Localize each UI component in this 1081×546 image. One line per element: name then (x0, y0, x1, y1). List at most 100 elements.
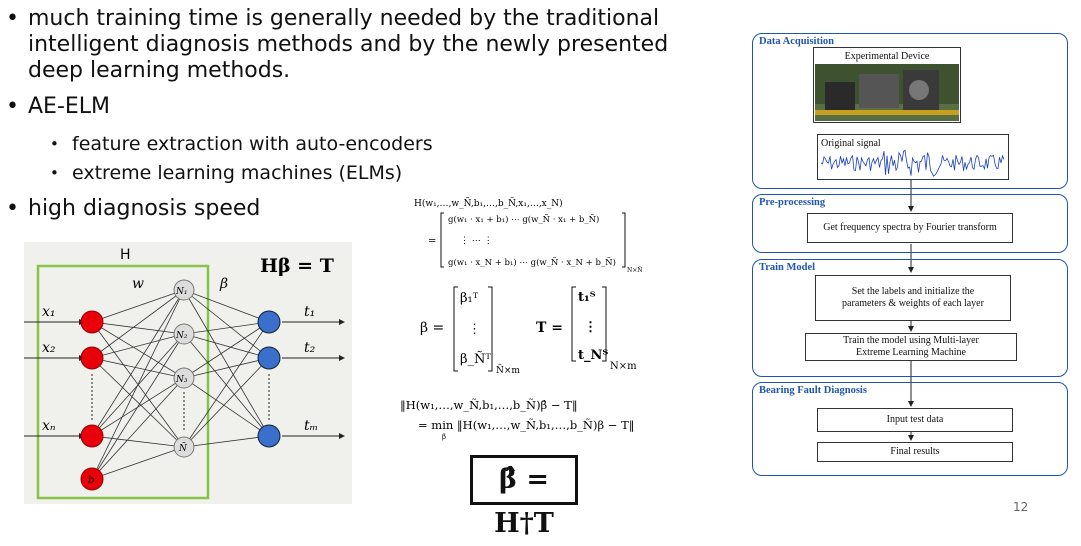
panel-title: Data Acquisition (759, 36, 834, 47)
t-row-3: t_Nᵀ (578, 348, 608, 363)
input-hidden-edge (91, 289, 185, 437)
input-hidden-edge (91, 435, 185, 448)
sub-bullet-auto-encoders: • feature extraction with auto-encoders (0, 130, 700, 159)
output-label-t2: t₂ (304, 340, 316, 356)
network-edges (91, 289, 270, 480)
input-hidden-edge (91, 333, 185, 359)
h-beta-equation: Hβ = T (260, 255, 334, 277)
hidden-label-3: N₃ (175, 375, 188, 385)
panel-data-acquisition: Data Acquisition Experimental Device Ori… (752, 33, 1068, 189)
panel-title: Train Model (759, 262, 816, 273)
bullet-line-3: deep learning methods. (28, 58, 291, 83)
input-hidden-edge (91, 289, 185, 323)
bullet-line-2: intelligent diagnosis methods and by the… (28, 32, 669, 57)
hidden-output-edge (183, 357, 270, 379)
hidden-node-n (173, 436, 195, 458)
bullet-marker: • (6, 94, 19, 119)
final-results-box: Final results (817, 442, 1013, 462)
hidden-label-2: N₂ (175, 331, 188, 341)
h-matrix-row-2: ⋮ ⋯ ⋮ (460, 236, 493, 246)
input-hidden-edge (91, 357, 185, 379)
beta-equals: β = (420, 320, 444, 336)
bullet-marker: • (6, 196, 19, 221)
input-label-x1: x₁ (42, 304, 56, 320)
bullet-high-speed-text: high diagnosis speed (28, 196, 261, 221)
hidden-label-n: Ñ (178, 442, 188, 454)
beta-row-2: ⋮ (468, 322, 481, 337)
panel-title: Pre-processing (759, 197, 826, 208)
flow-arrows (908, 180, 914, 441)
h-matrix-row-3: g(w₁ · x_N + b₁) ⋯ g(w_Ñ · x_N + b_Ñ) (448, 256, 616, 268)
diagnosis-flowchart: Data Acquisition Experimental Device Ori… (748, 30, 1074, 478)
hidden-output-edge (183, 321, 270, 335)
input-test-data-box: Input test data (817, 408, 1013, 432)
hidden-output-edge (183, 289, 270, 359)
bias-node (80, 467, 104, 491)
output-label-tm: tₘ (304, 418, 318, 434)
norm-line-2: = min ‖H(w₁,…,w_Ñ,b₁,…,b_Ñ)β − T‖ (418, 418, 635, 433)
hidden-output-edge (183, 289, 270, 437)
sub-bullet-text: feature extraction with auto-encoders (72, 133, 433, 155)
fourier-transform-label: Get frequency spectra by Fourier transfo… (823, 222, 997, 233)
panel-bearing-fault-diagnosis: Bearing Fault Diagnosis Input test data … (752, 382, 1068, 476)
t-row-2: ⋮ (584, 320, 597, 335)
norm-line-1: ‖H(w₁,…,w_Ñ,b₁,…,b_Ñ)β̂ − T‖ (400, 398, 578, 413)
initialize-label: Set the labels and initialize the parame… (842, 286, 984, 309)
input-hidden-edge (91, 446, 185, 480)
input-test-data-label: Input test data (886, 414, 944, 425)
final-results-label: Final results (890, 446, 940, 457)
w-label: w (132, 276, 144, 292)
panel-pre-processing: Pre-processing Get frequency spectra by … (752, 194, 1068, 253)
original-signal-box: Original signal (817, 134, 1009, 180)
hidden-output-edge (183, 333, 270, 359)
hidden-layer-frame (36, 264, 210, 500)
bullet-marker: • (50, 164, 59, 182)
output-node-1 (257, 310, 281, 334)
bias-label: b (88, 475, 94, 486)
output-node-m (257, 424, 281, 448)
train-model-box: Train the model using Multi-layer Extrem… (805, 333, 1017, 361)
sub-bullet-elm: • extreme learning machines (ELMs) (0, 159, 700, 188)
t-equals: T = (536, 320, 563, 336)
network-svg: H w β Hβ = T x₁ x₂ xₙ t₁ t₂ tₘ b N₁ (24, 247, 345, 500)
elm-network-diagram: H w β Hβ = T x₁ x₂ xₙ t₁ t₂ tₘ b N₁ (24, 242, 352, 504)
hidden-output-edge (183, 357, 270, 448)
bullet-ae-elm-text: AE-ELM (28, 94, 111, 119)
experimental-device-label: Experimental Device (844, 51, 930, 62)
input-node-1 (80, 310, 104, 334)
beta-row-1: β₁ᵀ (460, 291, 479, 306)
equations-svg: H(w₁,…,w_Ñ,b₁,…,b_Ñ,x₁,…,x_N) = g(w₁ · x… (400, 197, 643, 441)
equals-sign: = (428, 236, 436, 247)
input-hidden-edge (91, 357, 185, 448)
beta-dim: Ñ×m (496, 364, 520, 376)
hidden-label-1: N₁ (175, 287, 187, 297)
fourier-transform-box: Get frequency spectra by Fourier transfo… (807, 213, 1013, 243)
bullet-list: • much training time is generally needed… (0, 6, 700, 232)
beta-label: β (219, 276, 228, 292)
signal-waveform (821, 149, 1005, 177)
elm-equations: H(w₁,…,w_Ñ,b₁,…,b_Ñ,x₁,…,x_N) = g(w₁ · x… (400, 195, 670, 515)
original-signal-label: Original signal (821, 138, 881, 149)
input-hidden-edge (91, 333, 185, 480)
input-hidden-edge (91, 377, 185, 480)
output-node-2 (257, 346, 281, 370)
bullet-marker: • (50, 135, 59, 153)
beta-row-3: β_Ñᵀ (460, 351, 491, 367)
bullet-ae-elm: • AE-ELM (0, 94, 700, 120)
output-label-t1: t₁ (304, 304, 315, 320)
hidden-output-edge (183, 321, 270, 448)
hidden-node-1 (173, 279, 195, 301)
panel-train-model: Train Model Set the labels and initializ… (752, 259, 1068, 377)
t-dim: N×m (610, 361, 637, 372)
input-hidden-edge (91, 289, 185, 480)
input-hidden-edge (91, 321, 185, 335)
final-solution-box: β̂ = H†T (470, 455, 578, 539)
bullet-training-time: • much training time is generally needed… (0, 6, 700, 84)
input-node-n (80, 424, 104, 448)
h-matrix-row-1: g(w₁ · x₁ + b₁) ⋯ g(w_Ñ · x₁ + b_Ñ) (448, 213, 599, 225)
experimental-device-photo (815, 64, 959, 121)
norm-subscript: β (442, 433, 446, 441)
hidden-output-edge (183, 321, 270, 379)
input-hidden-edge (91, 289, 185, 359)
h-definition: H(w₁,…,w_Ñ,b₁,…,b_Ñ,x₁,…,x_N) (414, 197, 563, 209)
